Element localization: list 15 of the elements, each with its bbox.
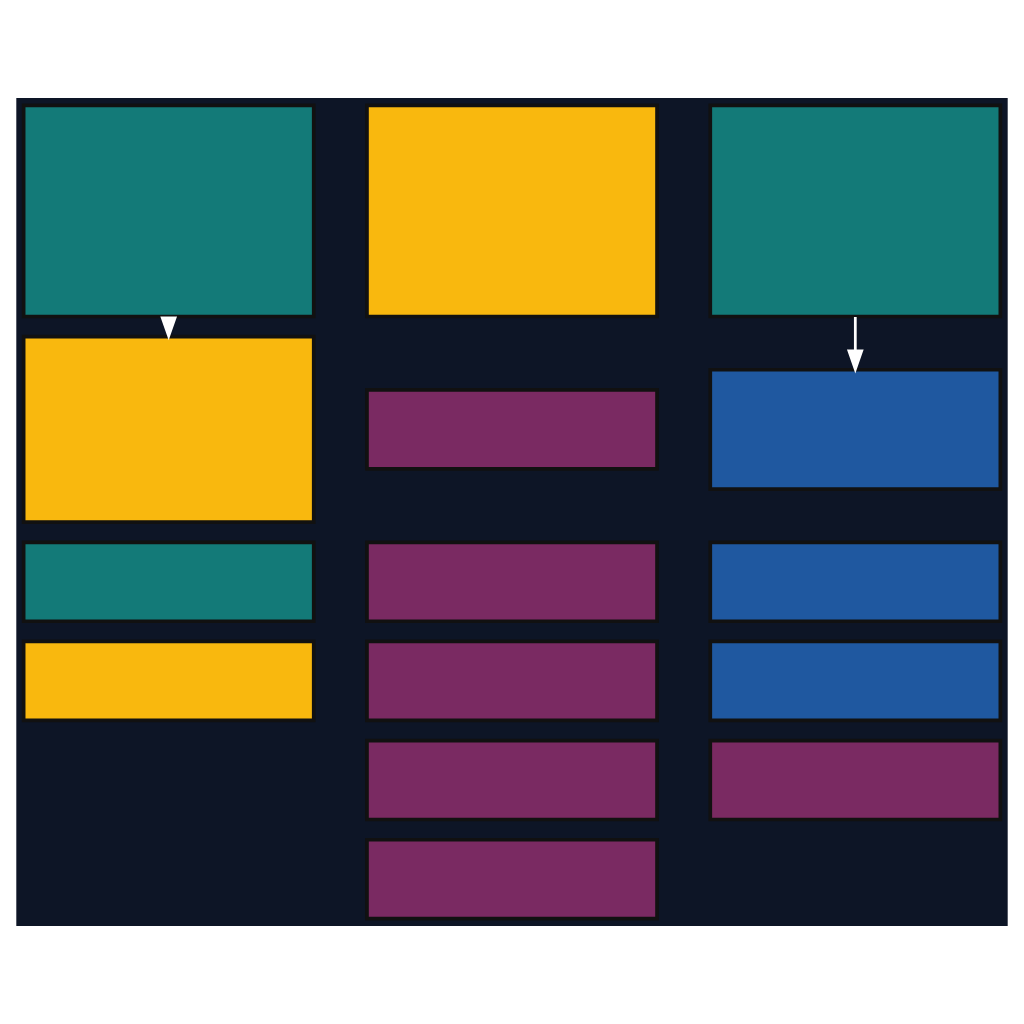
- node-box: [708, 367, 1003, 491]
- node-box: [708, 103, 1003, 319]
- node-box: [365, 388, 659, 471]
- node-box: [365, 639, 659, 723]
- node-box: [708, 738, 1003, 822]
- node-box: [365, 103, 659, 319]
- node-box: [708, 639, 1003, 723]
- node-box: [365, 540, 659, 624]
- node-box: [365, 837, 659, 921]
- arrow: [846, 317, 864, 374]
- node-box: [21, 334, 316, 524]
- node-box: [365, 738, 659, 822]
- node-box: [21, 639, 316, 723]
- node-box: [708, 540, 1003, 624]
- node-box: [21, 540, 316, 624]
